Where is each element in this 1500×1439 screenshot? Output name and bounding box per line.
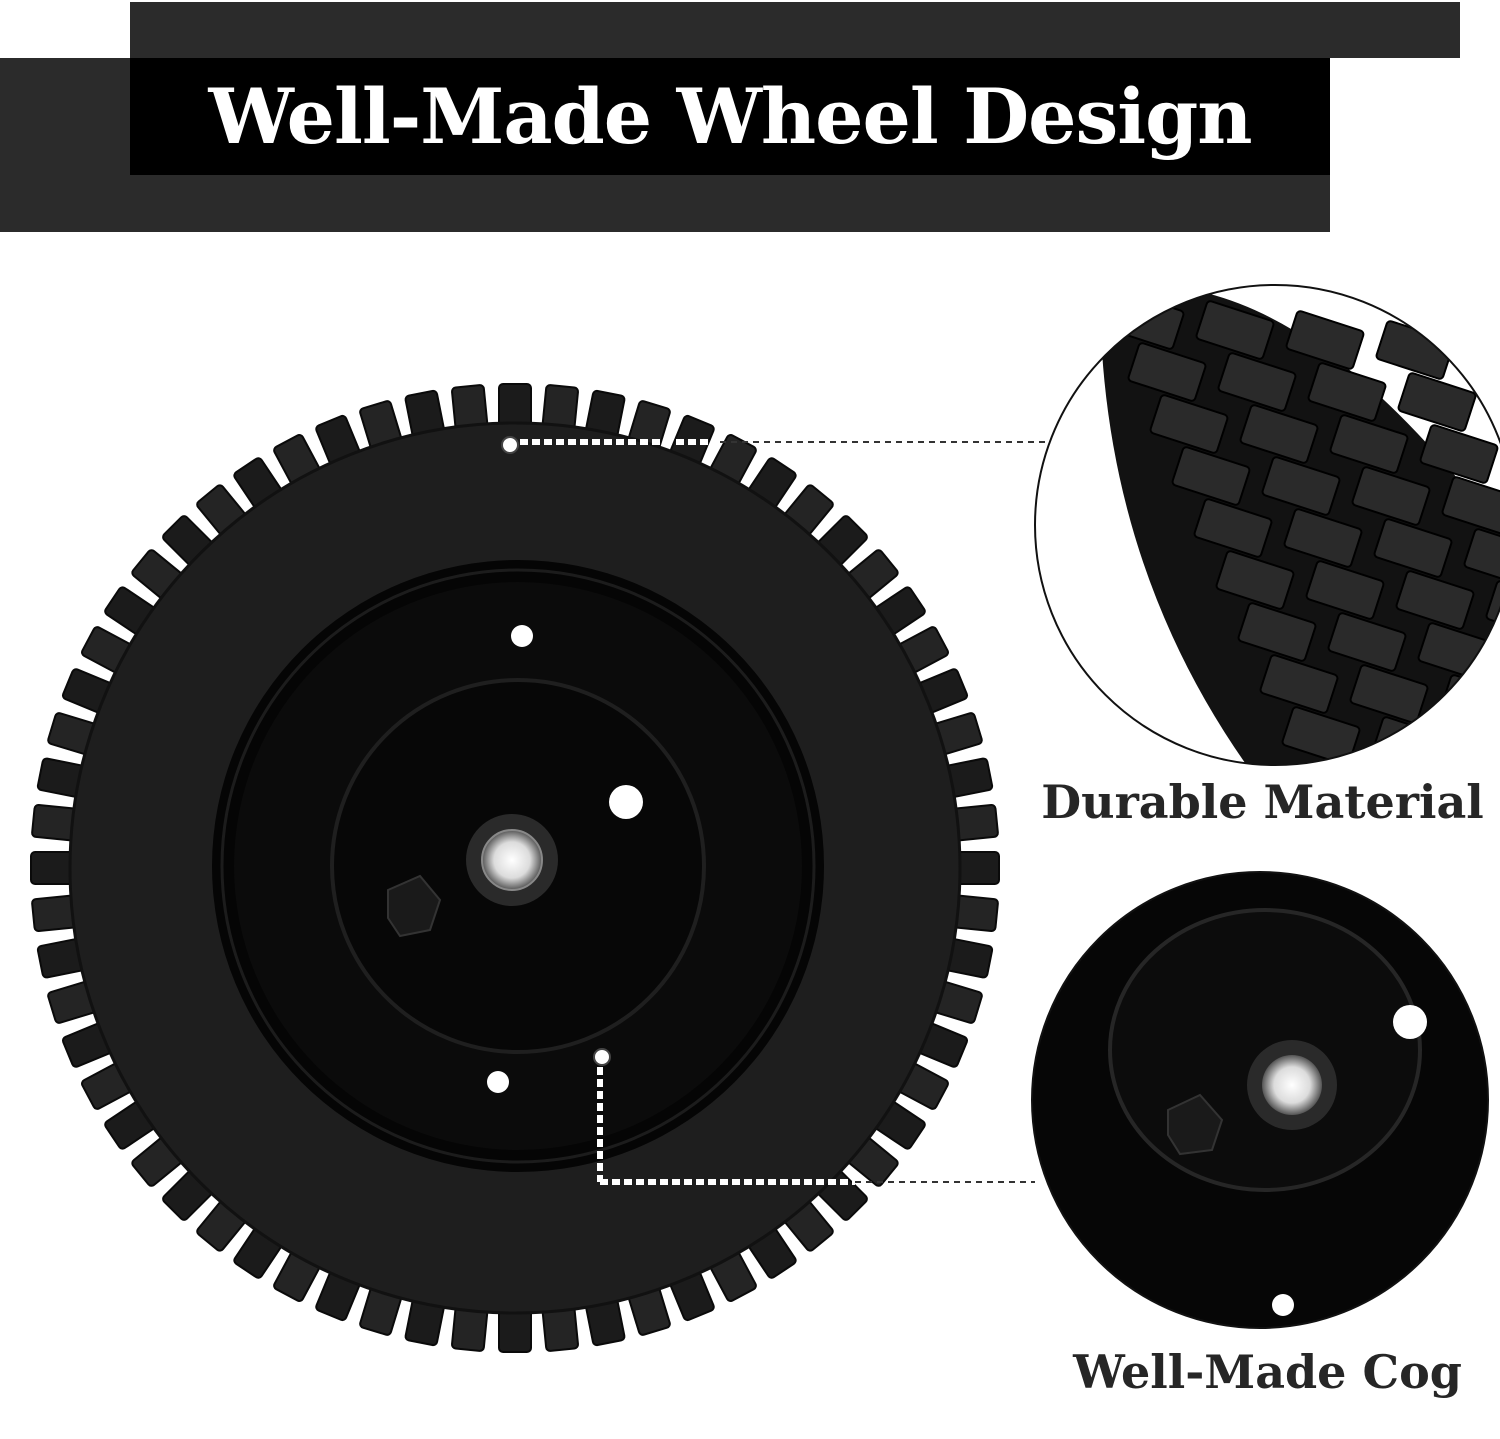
wheel-image bbox=[30, 383, 1000, 1353]
page-title: Well-Made Wheel Design bbox=[208, 72, 1252, 161]
tire-tread bbox=[30, 383, 1000, 1353]
cog-detail-image bbox=[1032, 872, 1488, 1328]
rim-hole bbox=[511, 625, 533, 647]
callout-label-durable-material: Durable Material bbox=[1041, 775, 1484, 829]
tread-detail-image bbox=[1035, 285, 1500, 765]
callout-durable-connector bbox=[501, 436, 1045, 454]
callout-cog-connector bbox=[593, 1048, 1035, 1185]
valve-stem bbox=[387, 874, 442, 938]
banner-title-box bbox=[130, 58, 1330, 175]
callout-label-well-made-cog: Well-Made Cog bbox=[1073, 1345, 1462, 1399]
rim-hole bbox=[487, 1071, 509, 1093]
banner-back-bar bbox=[130, 2, 1460, 58]
rim-hole bbox=[609, 785, 643, 819]
